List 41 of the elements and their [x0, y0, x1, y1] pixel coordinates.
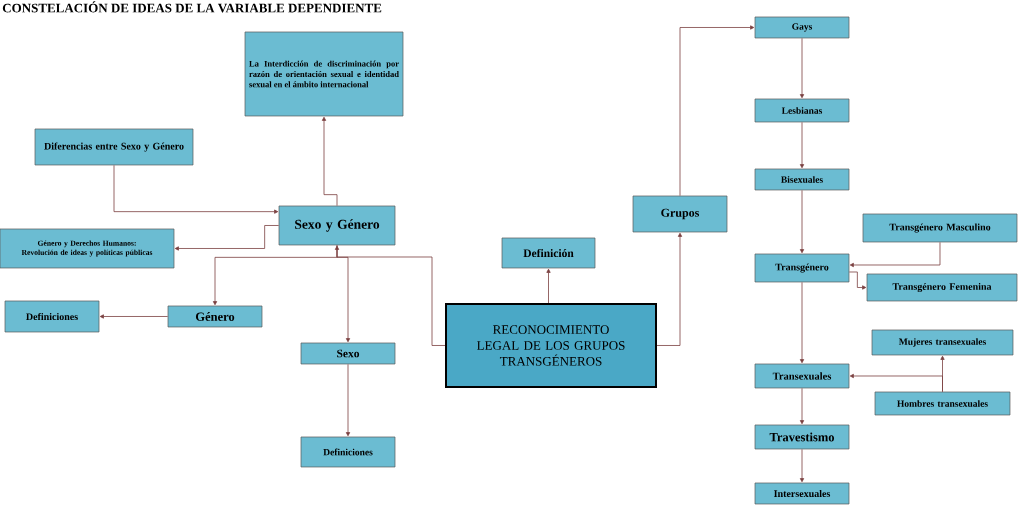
concept-box: Bisexuales	[754, 168, 850, 191]
arrow	[113, 164, 279, 214]
arrow	[334, 245, 446, 346]
concept-box: Sexo	[300, 342, 396, 365]
arrow	[799, 281, 805, 364]
arrow	[656, 232, 683, 346]
concept-box: Transgénero Femenina	[866, 273, 1018, 302]
arrow	[799, 448, 805, 483]
concept-box: Definiciones	[4, 300, 100, 333]
arrow	[799, 387, 805, 425]
main-box: RECONOCIMIENTO LEGAL DE LOS GRUPOS TRANSGÉNEROS	[445, 303, 657, 388]
arrow	[336, 244, 351, 343]
concept-box: Definición	[501, 237, 596, 269]
concept-box: Hombres transexuales	[874, 391, 1011, 416]
concept-box: Mujeres transexuales	[871, 329, 1014, 356]
arrow	[848, 271, 867, 290]
arrow	[849, 373, 943, 393]
title: CONSTELACIÓN DE IDEAS DE LA VARIABLE DEPENDIENTE	[2, 1, 382, 13]
concept-box: Intersexuales	[754, 482, 850, 505]
concept-box: Género	[167, 305, 263, 328]
concept-box: Grupos	[632, 195, 728, 233]
concept-box: Gays	[754, 16, 850, 39]
concept-box: Definiciones	[300, 436, 396, 468]
concept-box: Transgénero Masculino	[862, 213, 1018, 243]
concept-box: Sexo y Género	[278, 205, 396, 246]
arrow	[799, 121, 805, 169]
arrow	[849, 241, 941, 268]
arrow	[345, 363, 351, 437]
arrow	[546, 268, 551, 304]
concept-box: Transgénero	[754, 253, 850, 283]
concept-box: Lesbianas	[754, 98, 850, 123]
concept-box: Travestismo	[754, 424, 850, 450]
arrow	[174, 225, 280, 251]
arrow	[679, 25, 755, 197]
arrow	[99, 314, 169, 319]
arrow	[321, 116, 338, 207]
concept-box: Diferencias entre Sexo y Género	[34, 128, 194, 166]
concept-box: La Interdicción de discriminación por razón de orientación sexual e identidad sexual en el ámbito internacional	[244, 31, 404, 117]
arrow	[799, 37, 805, 99]
arrow	[799, 189, 805, 254]
concept-box: Transexuales	[754, 363, 850, 389]
